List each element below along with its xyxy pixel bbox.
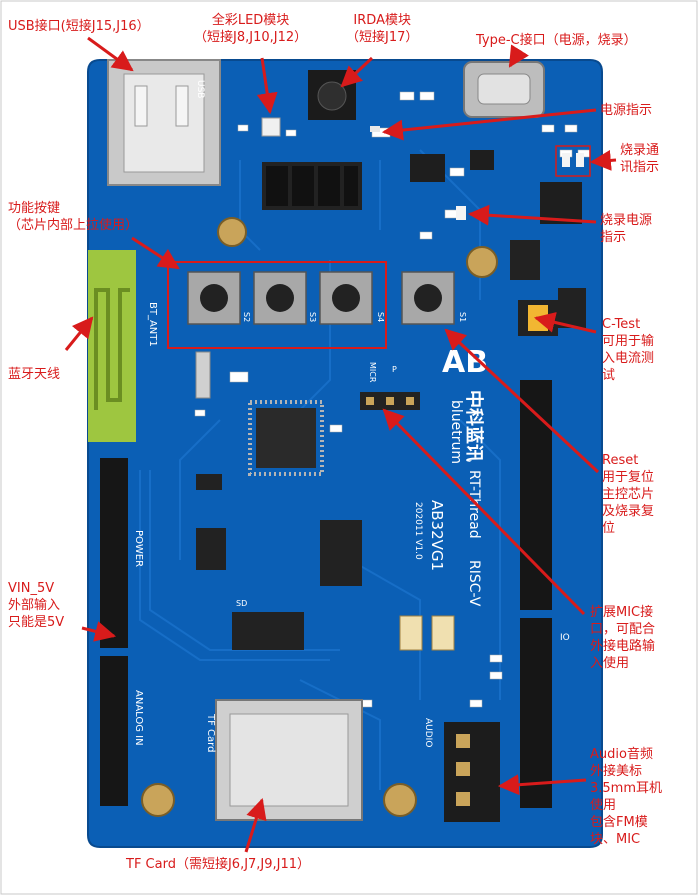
arrow-audio	[497, 774, 587, 796]
silk-p: P	[392, 365, 397, 374]
misc-headers	[196, 474, 362, 650]
mounting-holes	[141, 217, 498, 817]
silk-power: POWER	[133, 530, 144, 567]
silk-riscv: RISC-V	[466, 560, 482, 607]
silk-model: AB32VG1	[428, 500, 446, 571]
silk-bt-ant: BT_ANT1	[147, 302, 158, 347]
capacitors	[399, 615, 455, 651]
silk-usb: USB	[195, 80, 205, 98]
silk-audio: AUDIO	[423, 718, 433, 747]
arrow-ctest	[533, 312, 597, 334]
silk-analog-in: ANALOG IN	[133, 690, 144, 746]
label-power-ind: 电源指示	[600, 103, 653, 118]
silk-key-s3: S3	[308, 312, 317, 322]
silk-sd: SD	[236, 599, 247, 608]
right-pin-header	[520, 380, 552, 610]
label-ctest: C-Test 可用于输 入电流测 试	[602, 317, 655, 383]
silk-key-s4: S4	[376, 312, 385, 322]
label-mic: 扩展MIC接 口，可配合 外接电路输 入使用	[590, 605, 656, 671]
label-usb: USB接口(短接J15,J16）	[8, 19, 150, 34]
silk-brand-cn: 中科蓝讯	[463, 390, 485, 462]
led-jumper-headers	[262, 162, 362, 210]
arrow-burn-power	[467, 204, 597, 226]
function-keys-box	[167, 261, 387, 349]
silk-io: IO	[560, 633, 570, 643]
annotation-arrows	[64, 36, 617, 853]
arrow-rgb-led	[256, 57, 278, 115]
power-regulator-ic	[410, 154, 445, 182]
silk-micr: MICR	[368, 362, 377, 383]
silkscreen: USB BT_ANT1 中科蓝讯 bluetrum RT-Thread RISC…	[133, 80, 570, 752]
silk-tf-card: TF Card	[205, 713, 216, 752]
arrow-burn-comm	[589, 149, 617, 171]
main-mcu	[248, 400, 324, 476]
label-burn-power: 烧录电源 指示	[600, 213, 653, 245]
usb-serial-ic	[540, 182, 582, 224]
audio-jack	[444, 722, 500, 822]
arrow-bt-antenna	[64, 316, 94, 351]
silk-key-s2: S2	[242, 312, 251, 322]
right-io-header	[520, 618, 552, 808]
silk-brand-en: bluetrum	[448, 400, 464, 464]
rgb-led	[261, 117, 281, 137]
arrow-mic	[382, 408, 586, 616]
label-vin: VIN_5V 外部输入 只能是5V	[8, 581, 65, 630]
label-irda: IRDA模块 （短接J17）	[346, 13, 419, 45]
label-bt-antenna: 蓝牙天线	[8, 367, 61, 382]
label-burn-comm: 烧录通 讯指示	[620, 143, 660, 175]
label-rgb-led: 全彩LED模块 （短接J8,J10,J12）	[194, 13, 308, 45]
arrow-typec	[508, 44, 529, 68]
burn-power-led	[456, 206, 466, 220]
push-buttons	[187, 271, 455, 325]
smd-components	[194, 91, 591, 708]
small-ic	[470, 150, 494, 170]
label-func-keys: 功能按键 （芯片内部上拉使用）	[8, 201, 139, 233]
arrow-vin	[81, 621, 117, 642]
left-pin-header	[100, 458, 128, 648]
label-audio: Audio音频 外接美标 3.5mm耳机 使用 包含FM模 块、MIC	[590, 747, 663, 847]
arrow-tf	[244, 797, 267, 853]
arrow-reset	[444, 328, 600, 474]
power-led	[370, 126, 380, 132]
arrow-power-ind	[381, 108, 597, 141]
analog-pin-header	[100, 656, 128, 806]
silk-key-s1: S1	[458, 312, 467, 322]
bt-antenna-trace	[94, 288, 130, 410]
arrow-usb	[87, 36, 134, 72]
label-reset: Reset 用于复位 主控芯片 及烧录复 位	[602, 453, 655, 536]
arrow-func-keys	[131, 236, 180, 270]
arrow-irda	[340, 56, 374, 88]
label-tf: TF Card（需短接J6,J7,J9,J11）	[126, 857, 311, 872]
crystal	[195, 351, 211, 399]
tf-card-slot	[215, 699, 363, 821]
silk-version: 202011 V1.0	[413, 502, 423, 560]
silk-rtthread: RT-Thread	[466, 470, 482, 539]
label-typec: Type-C接口（电源，烧录）	[476, 33, 637, 48]
